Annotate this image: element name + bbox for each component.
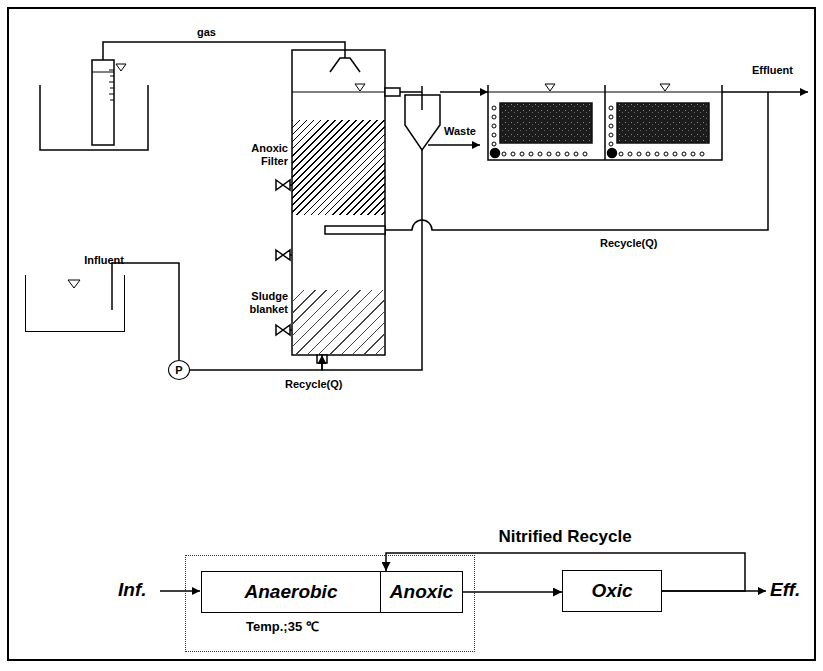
process-box: Oxic [562,570,662,612]
air-bubble [583,152,587,156]
diffuser [491,149,500,158]
baffle [421,86,423,110]
column-wall [292,50,385,355]
air-bubble [700,152,704,156]
air-bubble [673,152,677,156]
flow-connector [112,263,179,360]
node-text: Anoxic [390,581,453,603]
air-bubble [691,152,695,156]
air-bubble [609,115,613,119]
air-bubble [492,124,496,128]
sampling-valve [276,180,292,190]
gas-hood [330,58,360,72]
media-block [617,103,709,143]
air-bubble [502,152,506,156]
air-bubbles [492,106,704,156]
influent-arrow [160,590,200,592]
settler [322,86,768,370]
pump: P [168,360,190,380]
gas-cylinder [92,60,114,145]
node-text: Oxic [591,580,632,602]
media-block [500,103,592,143]
air-bubble [628,152,632,156]
influent-tank: Influent [25,275,125,332]
waste-arrow [428,144,480,146]
flow-scheme-lines [68,275,766,591]
recycle-label: Recycle(Q) [285,378,342,391]
air-bubble [520,152,524,156]
air-bubble [682,152,686,156]
anoxic-filter: Anoxic Filter [292,120,385,215]
pipe [440,91,488,93]
reactor-column [276,50,400,363]
air-bubble [609,133,613,137]
process-box: Anoxic [381,571,463,613]
water-level [92,72,114,73]
air-bubble [609,142,613,146]
air-bubble [609,106,613,110]
air-bubble [609,124,613,128]
recycle-line [385,92,768,230]
water-level [488,92,722,93]
tank-walls [488,85,722,160]
process-box: Anaerobic [201,571,381,613]
air-bubble [529,152,533,156]
recycle-inlet-pipe [325,226,385,234]
edge-label: Nitrified Recycle [495,527,634,547]
node-text: Sludge blanket [242,290,288,316]
sampling-valve [276,250,292,260]
effluent-arrow [722,91,808,93]
node-text: Anoxic Filter [242,142,288,168]
air-bubble [538,152,542,156]
air-bubble [646,152,650,156]
suction-pipe [111,275,113,310]
flow-connector [190,355,322,370]
node-text: Anaerobic [245,581,338,603]
sampling-valve [276,325,292,335]
air-bubble [664,152,668,156]
flow-connector [463,591,562,593]
sludge-blanket: Sludge blanket [292,290,385,355]
air-bubble [492,133,496,137]
node-text: Temp.;35 ℃ [246,620,319,633]
heated-zone: Temp.;35 ℃ Anaerobic Anoxic [185,555,475,652]
outlet-pipe [385,88,400,96]
influent-label: Inf. [118,579,147,601]
level-marker [355,84,365,91]
gas-line [103,42,345,60]
effluent-label: Effluent [752,64,793,77]
effluent-label: Eff. [770,579,800,601]
air-bubble [492,115,496,119]
water-level [292,92,385,93]
air-bubble [511,152,515,156]
level-marker [68,280,80,288]
pipe [400,91,422,93]
level-marker [116,64,126,71]
scale-marks [109,70,114,100]
gas-label: gas [197,26,216,39]
node-text: Influent [84,254,124,267]
aeration-tanks [488,84,808,160]
level-marker [545,84,670,91]
connectors [112,263,745,592]
waste-label: Waste [444,125,476,138]
air-bubble [637,152,641,156]
air-bubble [619,152,623,156]
recycle-label: Recycle(Q) [600,237,657,250]
node-text: P [175,364,182,377]
air-bubble [556,152,560,156]
air-bubble [574,152,578,156]
air-bubble [547,152,551,156]
air-bubble [492,106,496,110]
air-bubble [655,152,659,156]
air-bubble [565,152,569,156]
air-bubble [492,142,496,146]
diffuser [608,149,617,158]
frame [8,8,815,660]
